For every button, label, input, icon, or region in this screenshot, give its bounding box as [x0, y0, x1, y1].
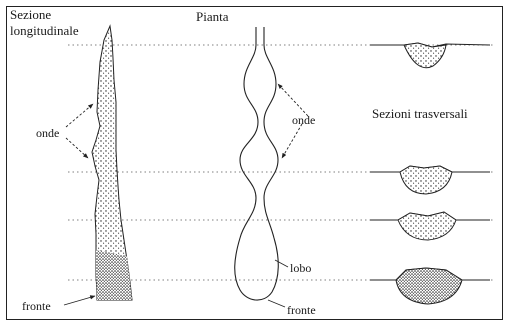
label-waves-right: onde: [292, 113, 315, 127]
plan-outline: [235, 27, 279, 300]
label-section-long-2: longitudinale: [10, 23, 79, 38]
reference-lines: [68, 45, 495, 280]
waves-arrows-left: [66, 104, 93, 158]
cross-section-3: [370, 212, 490, 240]
lobe-leader: [275, 260, 288, 267]
label-section-long-1: Sezione: [10, 7, 51, 22]
cross-section-4: [370, 268, 490, 304]
label-waves-left: onde: [36, 126, 59, 140]
label-front-left: fronte: [22, 299, 51, 313]
cross-section-2: [370, 166, 490, 194]
label-front-right: fronte: [287, 303, 316, 317]
cross-section-1: [370, 43, 490, 68]
front-right-leader: [268, 300, 285, 307]
longitudinal-front-zone: [96, 250, 132, 300]
label-cross-sections: Sezioni trasversali: [372, 106, 468, 121]
front-left-arrow: [64, 296, 95, 305]
label-plan: Pianta: [196, 9, 229, 24]
label-lobe: lobo: [290, 261, 311, 275]
